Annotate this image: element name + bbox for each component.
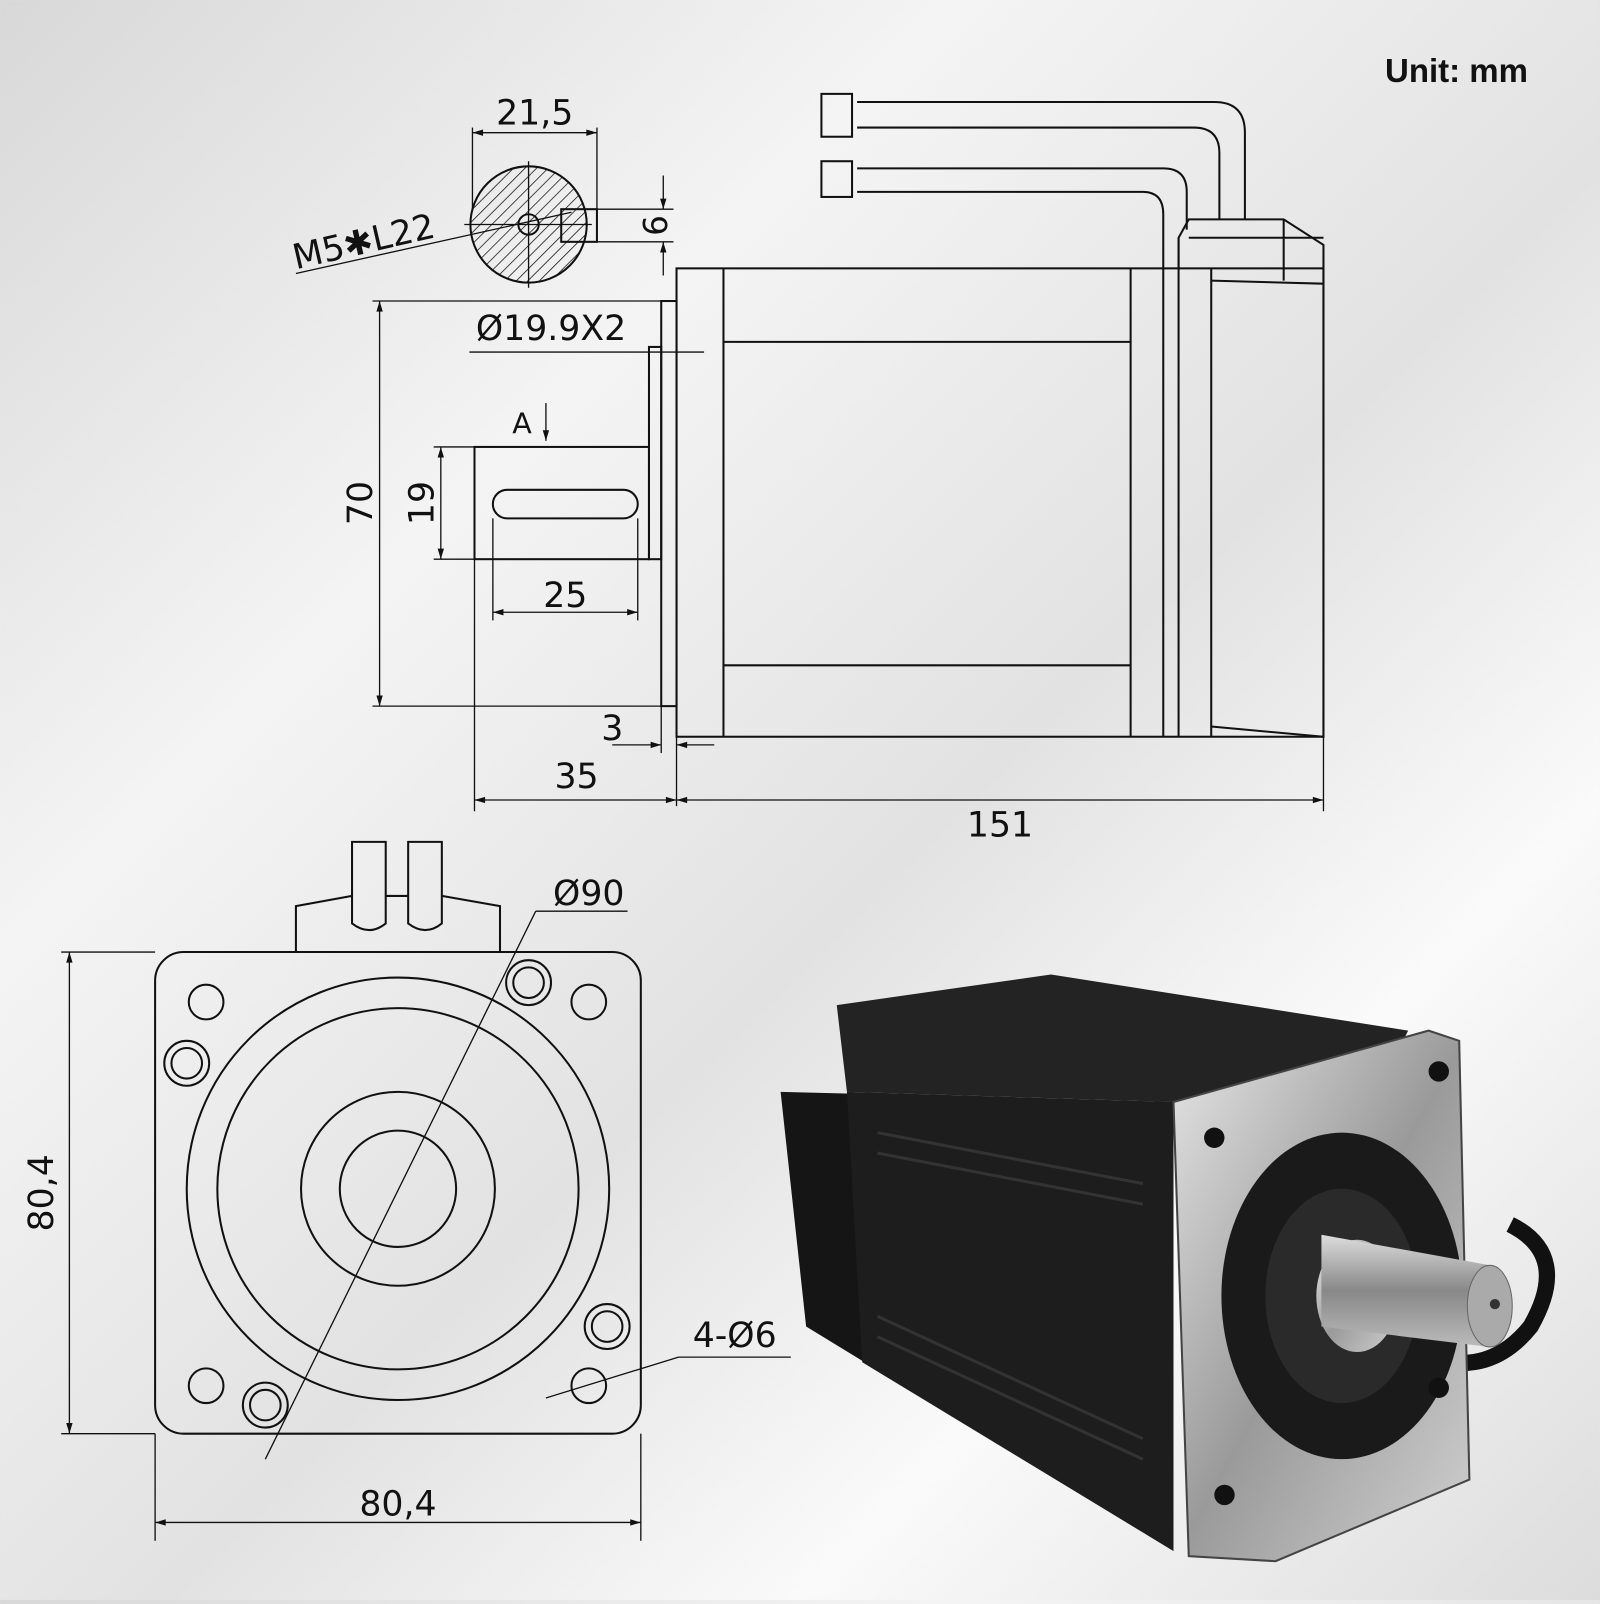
thread-spec: M5✱L22: [289, 207, 439, 278]
dim-6: 6: [637, 215, 675, 236]
dim-width: 80,4: [359, 1484, 436, 1524]
dim-pcd-90: Ø90: [553, 874, 624, 914]
dim-height: 80,4: [22, 1154, 62, 1231]
unit-label: Unit: mm: [1385, 52, 1528, 89]
side-view: 21,5 6 M5✱L22 Ø19.9X2: [289, 92, 1325, 846]
dim-shaft-diameter: Ø19.9X2: [476, 309, 626, 349]
dim-19: 19: [402, 481, 442, 525]
connector: [820, 92, 854, 138]
section-marker: A: [512, 407, 532, 441]
dim-151: 151: [967, 806, 1033, 846]
dim-35: 35: [554, 757, 598, 797]
motor-photo: [780, 974, 1556, 1563]
dim-70: 70: [341, 481, 381, 525]
mounting-holes: [163, 959, 631, 1429]
dim-25: 25: [543, 576, 587, 616]
dim-21-5: 21,5: [496, 93, 573, 133]
front-view: Ø90 4-Ø6 80,4 80,4: [22, 840, 791, 1541]
dim-holes: 4-Ø6: [693, 1316, 777, 1356]
connector: [820, 160, 854, 198]
dim-3: 3: [601, 709, 623, 749]
key-slot: [491, 488, 639, 520]
